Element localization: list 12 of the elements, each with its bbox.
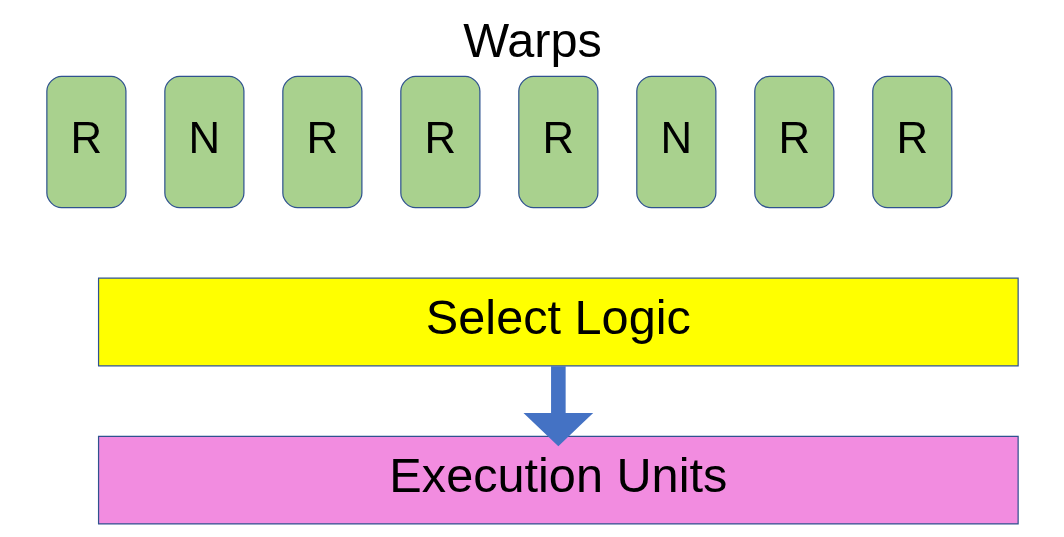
- node-box: R: [399, 75, 480, 209]
- node-box: N: [163, 75, 245, 209]
- node-box: R: [871, 75, 952, 209]
- node-box: Execution Units: [97, 435, 1019, 525]
- diagram-title: Warps: [462, 12, 602, 67]
- node-box: R: [517, 75, 598, 209]
- node-box: R: [753, 75, 834, 209]
- node-box: R: [45, 75, 127, 209]
- node-box: R: [281, 75, 362, 209]
- node-box: N: [635, 75, 716, 209]
- arrow: [523, 366, 593, 447]
- node-box: Select Logic: [97, 277, 1019, 367]
